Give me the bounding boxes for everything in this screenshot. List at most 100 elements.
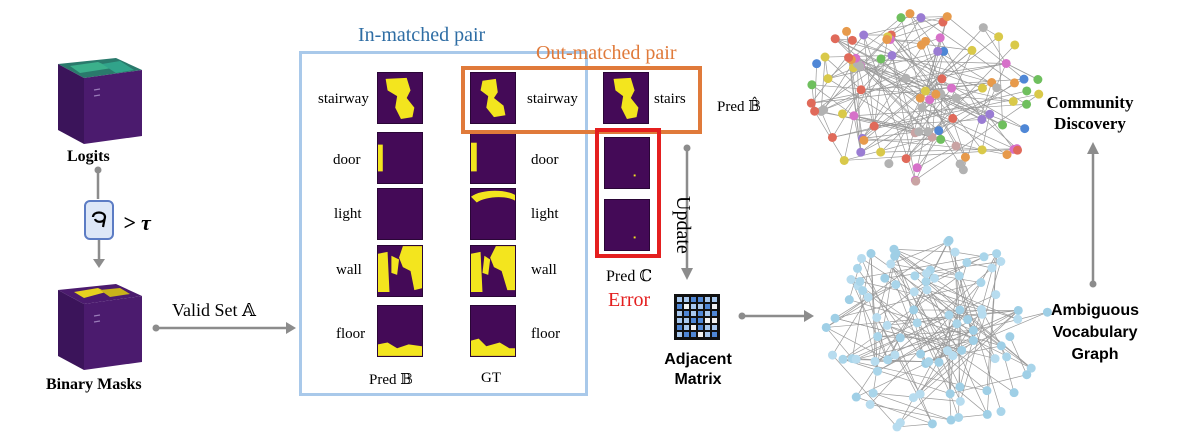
- in-matched-box: [299, 51, 588, 396]
- graph-node: [963, 315, 973, 325]
- graph-edge: [959, 253, 997, 387]
- graph-edge: [909, 13, 1015, 150]
- graph-edge: [863, 139, 941, 141]
- graph-node: [821, 322, 831, 332]
- graph-node: [968, 325, 978, 335]
- avg-line1: Ambiguous: [1051, 302, 1139, 319]
- graph-node: [944, 310, 954, 320]
- binary-masks-label: Binary Masks: [46, 376, 142, 393]
- graph-node: [915, 93, 925, 103]
- matrix-cell: [684, 318, 689, 323]
- graph-edge: [856, 340, 974, 398]
- graph-node: [912, 318, 922, 328]
- graph-edge: [887, 310, 1019, 326]
- graph-node: [859, 30, 869, 40]
- graph-edge: [931, 94, 937, 138]
- graph-edge: [853, 115, 862, 153]
- gt-mask-light: [470, 188, 516, 240]
- graph-edge: [853, 103, 1027, 117]
- graph-node: [851, 392, 861, 402]
- graph-node: [844, 295, 854, 305]
- adjacent-matrix-line2: Matrix: [674, 371, 722, 388]
- graph-edge: [835, 38, 992, 83]
- sigma-operator-box: [84, 200, 114, 240]
- gt-label-stairway: stairway: [527, 91, 578, 107]
- graph-node: [942, 12, 952, 22]
- graph-node: [909, 287, 919, 297]
- avg-line2: Vocabulary: [1052, 324, 1138, 341]
- graph-node: [1034, 89, 1044, 99]
- graph-edge: [876, 317, 933, 425]
- matrix-cell: [712, 304, 717, 309]
- graph-edge: [861, 258, 950, 316]
- graph-edge: [863, 16, 948, 36]
- graph-edge: [947, 241, 974, 341]
- graph-node: [880, 273, 890, 283]
- graph-node: [998, 120, 1008, 130]
- matrix-cell: [677, 325, 682, 330]
- matrix-cell: [691, 311, 696, 316]
- graph-node: [882, 320, 892, 330]
- graph-edge: [893, 248, 960, 277]
- community-line1: Community: [1046, 93, 1134, 112]
- graph-edge: [891, 34, 1018, 149]
- graph-node: [958, 165, 968, 175]
- graph-edge: [850, 279, 889, 360]
- matrix-cell: [691, 318, 696, 323]
- graph-edge: [860, 55, 893, 91]
- graph-edge: [852, 40, 983, 89]
- graph-edge: [827, 17, 902, 79]
- graph-edge: [867, 284, 896, 298]
- graph-node: [844, 53, 854, 63]
- matrix-cell: [712, 318, 717, 323]
- graph-node: [1042, 307, 1052, 317]
- graph-edge: [896, 423, 933, 428]
- graph-edge: [958, 414, 988, 418]
- pred-b-label: Pred 𝔹: [369, 372, 413, 388]
- graph-edge: [811, 63, 1007, 104]
- graph-edge: [925, 82, 992, 92]
- graph-node: [810, 106, 820, 116]
- graph-node: [852, 263, 862, 273]
- adjacent-matrix-label: Adjacent Matrix: [660, 350, 736, 390]
- graph-node: [896, 13, 906, 23]
- graph-node: [859, 135, 869, 145]
- graph-edge: [857, 63, 953, 119]
- graph-edge: [895, 252, 982, 310]
- matrix-cell: [677, 318, 682, 323]
- valid-set-label: Valid Set 𝔸: [172, 300, 256, 320]
- row-label-wall: wall: [336, 262, 362, 278]
- graph-node: [819, 105, 829, 115]
- graph-node: [935, 33, 945, 43]
- graph-edge: [888, 51, 944, 164]
- graph-edge: [843, 115, 855, 161]
- graph-edge: [981, 63, 1007, 120]
- graph-node: [882, 35, 892, 45]
- graph-node: [806, 98, 816, 108]
- graph-node: [855, 61, 865, 71]
- graph-edge: [877, 313, 983, 372]
- graph-edge: [925, 281, 961, 311]
- matrix-cell: [677, 311, 682, 316]
- graph-edge: [853, 58, 882, 116]
- graph-edge: [894, 256, 961, 402]
- graph-edge: [916, 145, 957, 169]
- graph-node: [920, 86, 930, 96]
- update-label: Update: [672, 196, 694, 254]
- out-pred-mask-stairs: [603, 72, 649, 124]
- matrix-cell: [677, 304, 682, 309]
- graph-edge: [916, 118, 954, 168]
- matrix-cell: [684, 311, 689, 316]
- graph-node: [812, 59, 822, 69]
- graph-edge: [886, 21, 944, 40]
- graph-node: [842, 26, 852, 36]
- graph-node: [1020, 124, 1030, 134]
- graph-edge: [874, 323, 958, 362]
- graph-node: [830, 313, 840, 323]
- graph-node: [982, 409, 992, 419]
- graph-node: [933, 46, 943, 56]
- logits-label: Logits: [67, 148, 110, 165]
- graph-node: [890, 251, 900, 261]
- graph-edge: [925, 41, 966, 158]
- graph-node: [976, 305, 986, 315]
